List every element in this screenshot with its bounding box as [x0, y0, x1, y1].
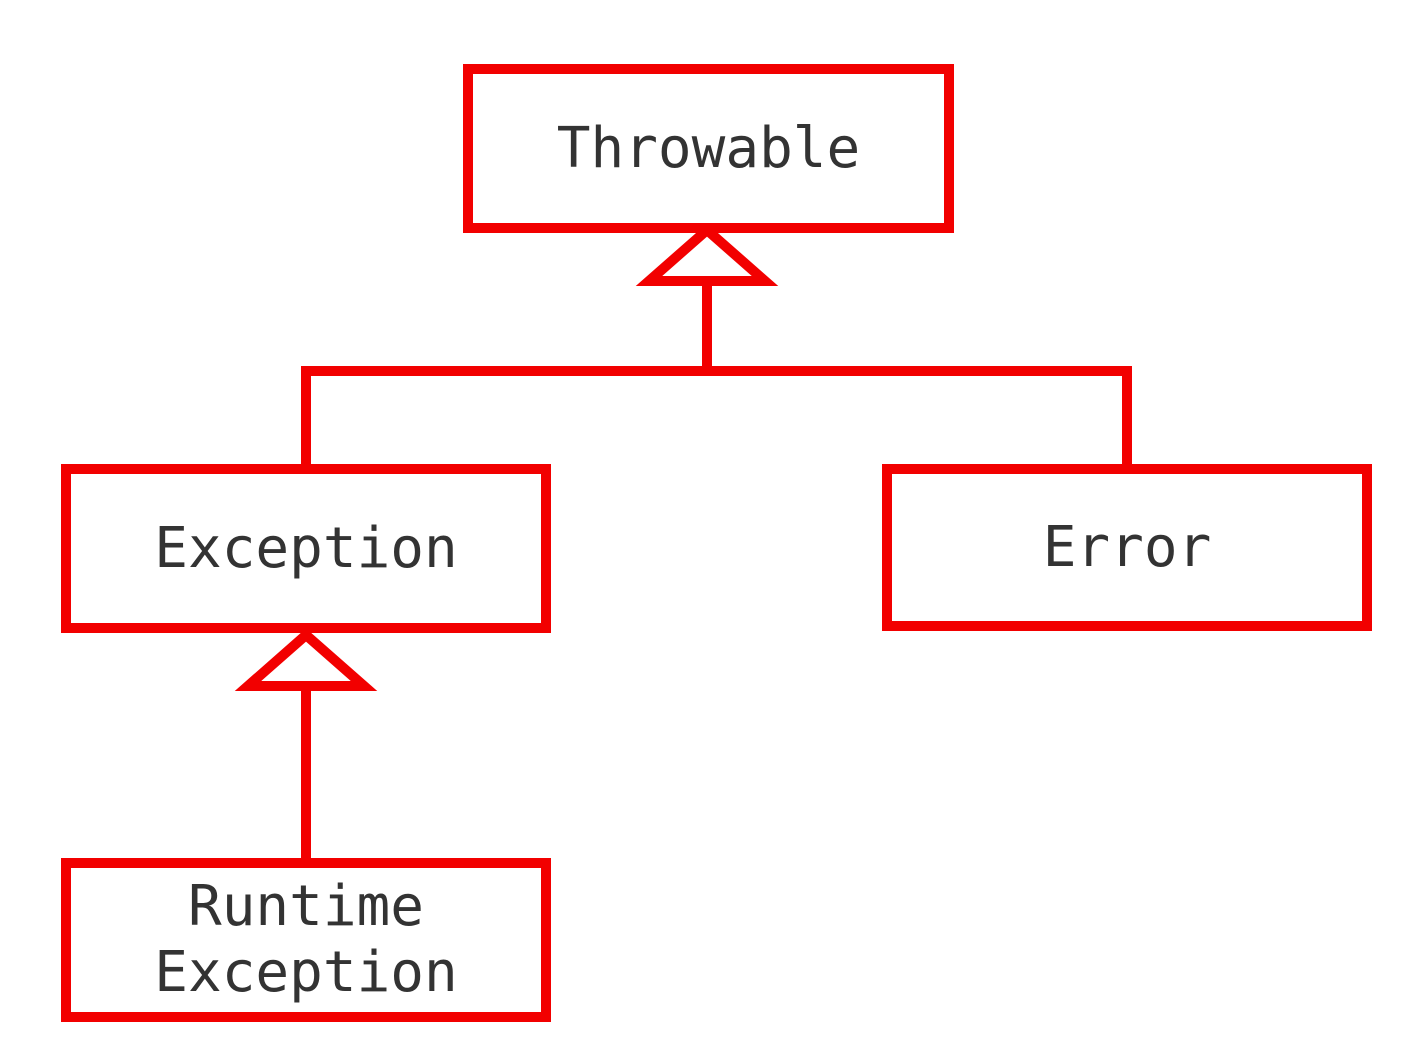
node-runtime-exception: Runtime Exception — [61, 858, 551, 1022]
node-exception-label: Exception — [154, 515, 458, 581]
node-error-label: Error — [1042, 514, 1212, 580]
node-throwable: Throwable — [463, 64, 954, 233]
node-exception: Exception — [61, 464, 551, 633]
node-runtime-exception-label: Runtime Exception — [154, 874, 458, 1005]
node-throwable-label: Throwable — [556, 115, 861, 181]
inheritance-triangle-throwable-icon — [635, 223, 779, 286]
node-error: Error — [882, 464, 1372, 631]
branch-connector — [301, 366, 1132, 469]
inheritance-triangle-exception-icon — [234, 628, 378, 691]
